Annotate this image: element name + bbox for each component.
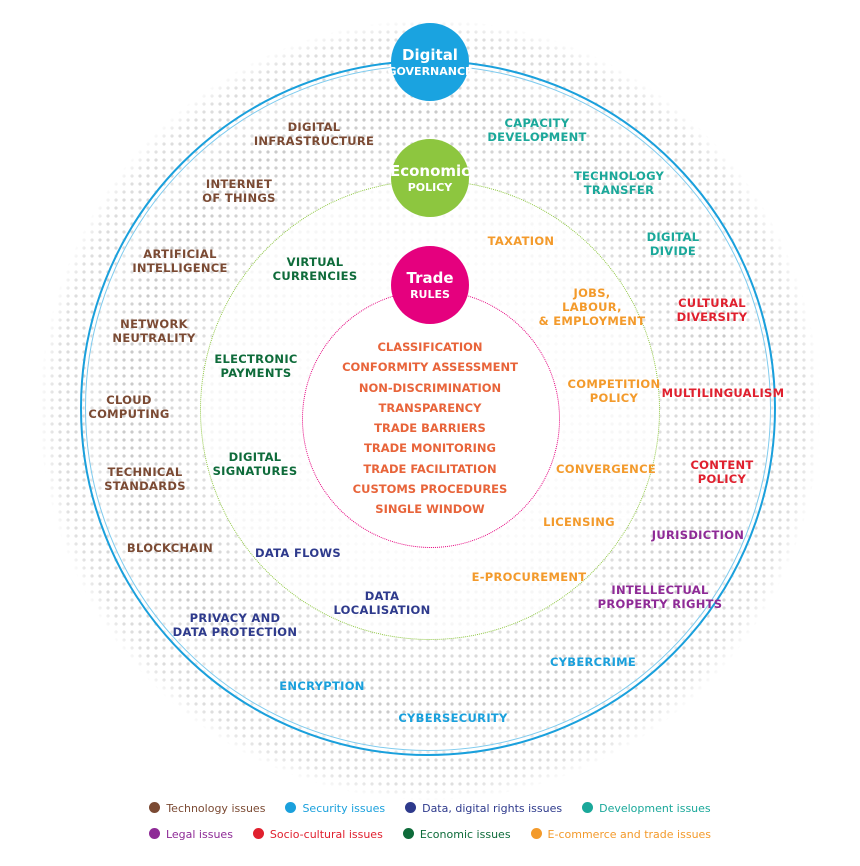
legend-dot-icon: [582, 802, 594, 813]
trade-rule-item: TRANSPARENCY: [378, 400, 482, 415]
digital-governance-bubble: Digital GOVERNANCE: [387, 23, 473, 101]
legend-dot-icon: [252, 828, 264, 839]
label-cloud-computing: CLOUD COMPUTING: [88, 393, 170, 421]
legend-dot-icon: [530, 828, 542, 839]
label-internet-of-things: INTERNET OF THINGS: [202, 177, 276, 205]
bubble-title: Economic: [389, 161, 471, 180]
bubble-subtitle: GOVERNANCE: [387, 64, 473, 78]
legend-item-ecommerce: E-commerce and trade issues: [530, 828, 712, 841]
bubble-subtitle: RULES: [410, 287, 450, 301]
label-licensing: LICENSING: [543, 515, 615, 529]
label-cybercrime: CYBERCRIME: [549, 655, 637, 669]
legend-item-socio-cultural: Socio-cultural issues: [252, 828, 383, 841]
legend-dot-icon: [148, 828, 160, 839]
legend-label: Economic issues: [419, 828, 511, 841]
label-blockchain: BLOCKCHAIN: [126, 541, 214, 555]
label-taxation: TAXATION: [487, 234, 555, 248]
legend-item-technology: Technology issues: [149, 802, 265, 815]
label-convergence: CONVERGENCE: [556, 462, 656, 476]
trade-rules-list: CLASSIFICATION CONFORMITY ASSESSMENT NON…: [342, 337, 518, 520]
label-digital-divide: DIGITAL DIVIDE: [646, 230, 700, 258]
legend-item-economic: Economic issues: [402, 828, 511, 841]
legend-item-data-rights: Data, digital rights issues: [405, 802, 562, 815]
label-content-policy: CONTENT POLICY: [690, 458, 754, 486]
trade-rules-bubble: Trade RULES: [391, 246, 469, 324]
legend-item-security: Security issues: [285, 802, 385, 815]
bubble-title: Digital: [402, 45, 458, 64]
label-digital-infrastructure: DIGITAL INFRASTRUCTURE: [253, 120, 375, 148]
trade-rule-item: TRADE BARRIERS: [374, 421, 486, 436]
legend-label: Data, digital rights issues: [422, 802, 563, 815]
legend-item-development: Development issues: [582, 802, 711, 815]
label-competition-policy: COMPETITION POLICY: [567, 377, 661, 405]
label-capacity-development: CAPACITY DEVELOPMENT: [487, 116, 587, 144]
label-e-procurement: E-PROCUREMENT: [471, 570, 587, 584]
trade-rule-item: NON-DISCRIMINATION: [358, 380, 502, 395]
legend-item-legal: Legal issues: [148, 828, 233, 841]
legend-dot-icon: [285, 802, 297, 813]
legend-dot-icon: [405, 802, 417, 813]
legend-label: Legal issues: [165, 828, 233, 841]
legend-label: E-commerce and trade issues: [547, 828, 712, 841]
label-encryption: ENCRYPTION: [279, 679, 365, 693]
label-cybersecurity: CYBERSECURITY: [398, 711, 508, 725]
label-virtual-currencies: VIRTUAL CURRENCIES: [272, 255, 358, 283]
label-cultural-diversity: CULTURAL DIVERSITY: [676, 296, 748, 324]
label-intellectual-property-rights: INTELLECTUAL PROPERTY RIGHTS: [597, 583, 723, 611]
economic-policy-bubble: Economic POLICY: [389, 139, 471, 217]
legend-label: Socio-cultural issues: [269, 828, 383, 841]
legend-label: Security issues: [302, 802, 386, 815]
label-electronic-payments: ELECTRONIC PAYMENTS: [214, 352, 298, 380]
trade-rule-item: CONFORMITY ASSESSMENT: [342, 360, 518, 375]
trade-rule-item: SINGLE WINDOW: [375, 502, 485, 517]
inner-ring-trade: [302, 290, 560, 548]
trade-rule-item: TRADE FACILITATION: [363, 461, 497, 476]
legend-row-2: Legal issues Socio-cultural issues Econo…: [0, 828, 860, 841]
legend-dot-icon: [402, 828, 414, 839]
label-jurisdiction: JURISDICTION: [651, 528, 745, 542]
legend-dot-icon: [149, 802, 161, 813]
trade-rule-item: TRADE MONITORING: [364, 441, 496, 456]
label-privacy-data-protection: PRIVACY AND DATA PROTECTION: [172, 611, 298, 639]
label-artificial-intelligence: ARTIFICIAL INTELLIGENCE: [132, 247, 228, 275]
legend-row-1: Technology issues Security issues Data, …: [0, 802, 860, 815]
label-technical-standards: TECHNICAL STANDARDS: [104, 465, 186, 493]
legend-label: Technology issues: [166, 802, 266, 815]
label-data-flows: DATA FLOWS: [255, 546, 341, 560]
label-data-localisation: DATA LOCALISATION: [333, 589, 431, 617]
bubble-title: Trade: [406, 268, 454, 287]
label-jobs-labour-employment: JOBS, LABOUR, & EMPLOYMENT: [538, 286, 646, 328]
label-network-neutrality: NETWORK NEUTRALITY: [112, 317, 196, 345]
label-multilingualism: MULTILINGUALISM: [661, 386, 785, 400]
trade-rule-item: CLASSIFICATION: [377, 340, 483, 354]
label-digital-signatures: DIGITAL SIGNATURES: [212, 450, 298, 478]
label-technology-transfer: TECHNOLOGY TRANSFER: [573, 169, 665, 197]
legend-label: Development issues: [599, 802, 711, 815]
trade-rule-item: CUSTOMS PROCEDURES: [352, 482, 508, 497]
bubble-subtitle: POLICY: [407, 180, 453, 194]
